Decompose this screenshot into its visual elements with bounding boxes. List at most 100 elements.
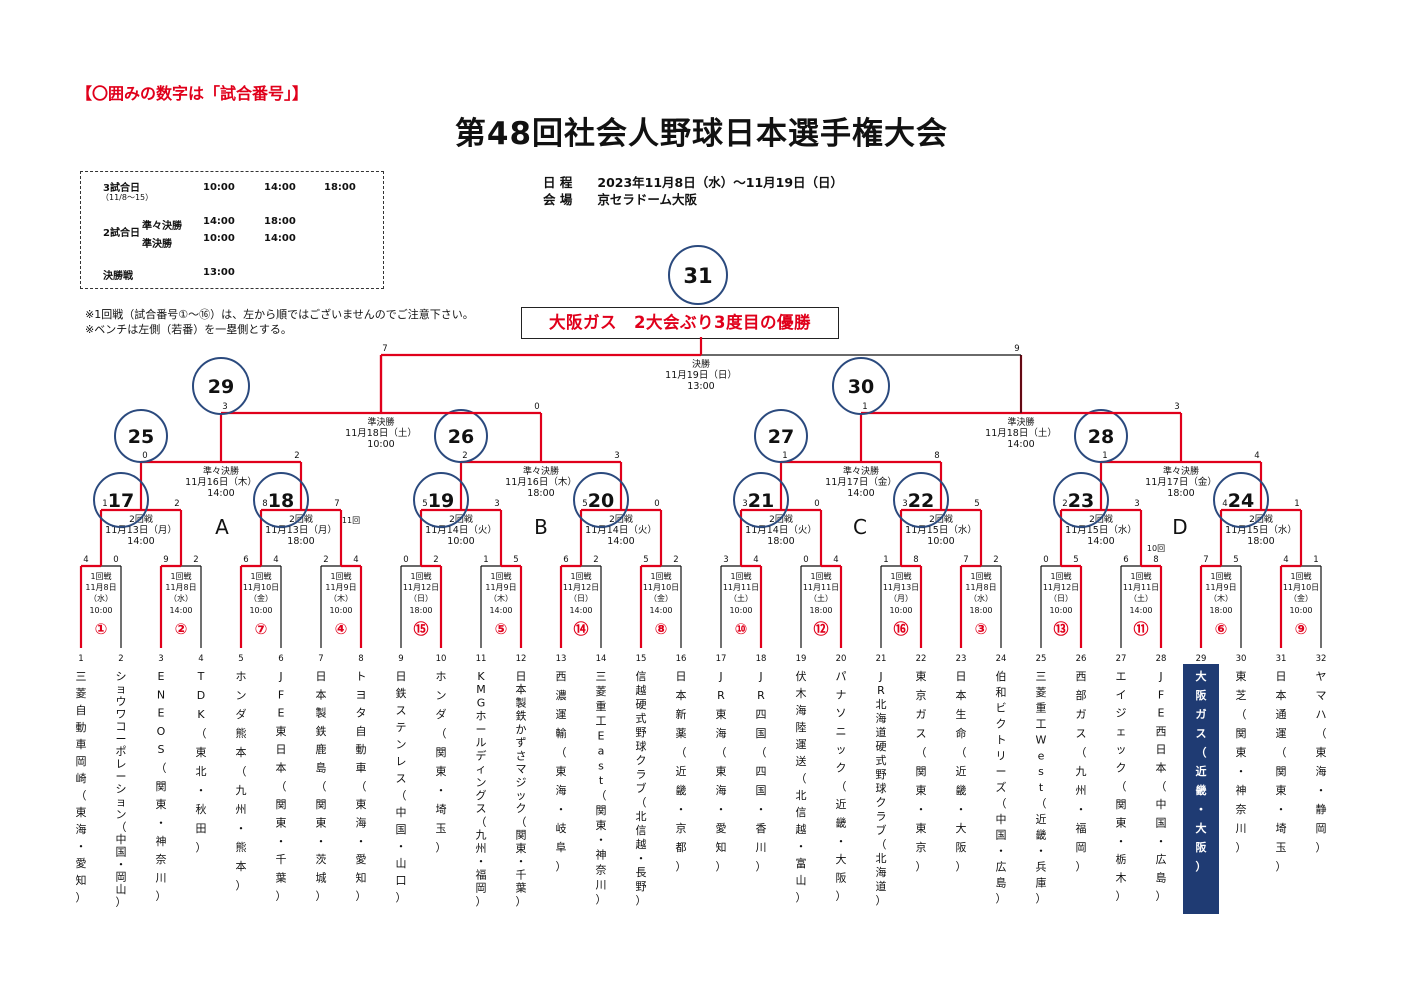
r1-date: 11月10日 (243, 583, 279, 592)
r1-date: 11月13日 (883, 583, 919, 592)
team-name-char: 信 (636, 824, 647, 837)
team-name-char: 州 (476, 842, 487, 855)
r1-round-label: 1回戦 (1210, 571, 1231, 581)
team-name-char: 陸 (796, 721, 807, 734)
team-name-char: ） (1236, 841, 1247, 854)
team-name-char: ・ (596, 834, 607, 847)
r1-score-right: 5 (1073, 555, 1078, 565)
team-name-char: ・ (916, 803, 927, 816)
r2-score-left: 4 (1222, 499, 1227, 509)
schedule-box: 3試合日 （11/8～15） 10:00 14:00 18:00 2試合日 準々… (80, 171, 384, 289)
r1-match-mark: ⑩ (735, 620, 748, 638)
team-name-char: 山 (116, 883, 127, 896)
team-name-char: ・ (1036, 845, 1047, 858)
team-name-char: 愛 (356, 853, 367, 866)
team-name-char: 海 (1316, 764, 1327, 778)
team-name-char: 東 (716, 708, 727, 721)
r1-dow: （土） (809, 593, 833, 603)
team-name-char: 川 (156, 871, 167, 884)
r2-score-left: 5 (582, 499, 587, 509)
team-name-char: 野 (636, 726, 647, 739)
qf-match-circle (1074, 409, 1128, 463)
r2-match-circle (93, 472, 149, 528)
team-name-char: ・ (356, 835, 367, 848)
team-name-char: ス (476, 802, 487, 815)
r1-score-left: 7 (1203, 555, 1208, 565)
r1-score-right: 4 (273, 555, 278, 565)
team-name-char: （ (276, 780, 287, 793)
team-name-char: 近 (1196, 764, 1207, 778)
team-name-char: 東 (916, 784, 927, 797)
team-name-char: ン (476, 776, 487, 789)
team-name-char: ・ (276, 835, 287, 848)
team-name-char: 九 (476, 829, 487, 842)
team-name-char: 知 (356, 870, 367, 884)
team-name-char: ） (1316, 841, 1327, 854)
team-name-char: 海 (76, 822, 87, 836)
r1-score-right: 0 (113, 555, 118, 565)
team-name-char: 芝 (1236, 689, 1247, 702)
team-name-char: 畿 (956, 783, 967, 797)
team-name-char: ・ (996, 845, 1007, 858)
r2-match-circle (893, 472, 949, 528)
r1-round-label: 1回戦 (90, 571, 111, 581)
team-name-char: ル (476, 736, 487, 749)
team-name-char: 海 (716, 726, 727, 740)
qf-time-1: 14:00 (203, 216, 235, 227)
team-name-char: 東 (916, 822, 927, 835)
team-seed: 12 (516, 654, 527, 664)
qf-match-number: 25 (128, 426, 154, 448)
final-score-left: 7 (382, 344, 387, 354)
qf-date: 11月16日（木） (185, 476, 257, 488)
r1-score-right: 8 (913, 555, 918, 565)
team-name-char: 千 (516, 868, 527, 881)
r1-date: 11月9日 (325, 583, 356, 592)
team-name-char: グ (476, 788, 487, 802)
team-seed: 19 (796, 654, 807, 664)
team-name-char: ・ (476, 855, 487, 868)
team-seed: 31 (1276, 654, 1287, 664)
team-name-char: 日 (956, 670, 967, 683)
team-name-char: 車 (76, 737, 87, 751)
team-name-char: イ (1116, 688, 1127, 701)
team-name-char: 阪 (1196, 688, 1208, 702)
team-name-char: J (758, 670, 762, 683)
team-name-char: 運 (796, 738, 807, 751)
team-name-char: 島 (1156, 870, 1167, 884)
team-name-char: ヨ (356, 688, 367, 701)
r1-match-mark: ④ (335, 620, 348, 638)
team-seed: 3 (158, 654, 163, 664)
team-name-char: ブ (876, 823, 887, 837)
team-name-char: ） (436, 841, 447, 854)
team-name-char: 関 (156, 780, 167, 793)
team-name-char: ダ (236, 707, 247, 721)
team-name-char: 兵 (1036, 860, 1047, 873)
r1-time: 14:00 (1129, 606, 1152, 615)
team-name-char: W (1036, 733, 1047, 746)
block-letter: A (215, 515, 229, 539)
r2-score-left: 8 (262, 499, 267, 509)
r1-score-right: 4 (833, 555, 838, 565)
team-name-char: ズ (996, 780, 1007, 794)
team-name-char: 車 (356, 761, 367, 775)
team-name-char: 重 (1036, 701, 1047, 715)
team-name-char: ク (636, 754, 647, 767)
team-name-char: 生 (956, 707, 967, 721)
team-name-char: ） (1156, 890, 1167, 903)
team-name-char: 運 (556, 708, 567, 721)
team-name-char: 東 (516, 842, 527, 855)
team-name-char: ト (996, 733, 1007, 746)
r1-date: 11月8日 (85, 583, 116, 592)
r2-score-left: 5 (422, 499, 427, 509)
r1-dow: （木） (329, 593, 353, 603)
team-name-char: 濃 (556, 688, 567, 702)
r1-score-left: 0 (403, 555, 408, 565)
team-name-char: F (278, 688, 284, 701)
r2-time: 18:00 (287, 536, 314, 547)
team-name-char: ） (1196, 860, 1207, 873)
team-name-char: 川 (596, 878, 607, 891)
team-name-char: ダ (436, 707, 447, 721)
r1-score-left: 1 (883, 555, 888, 565)
team-name-char: ス (1196, 727, 1207, 740)
team-name-char: ョ (116, 795, 127, 808)
